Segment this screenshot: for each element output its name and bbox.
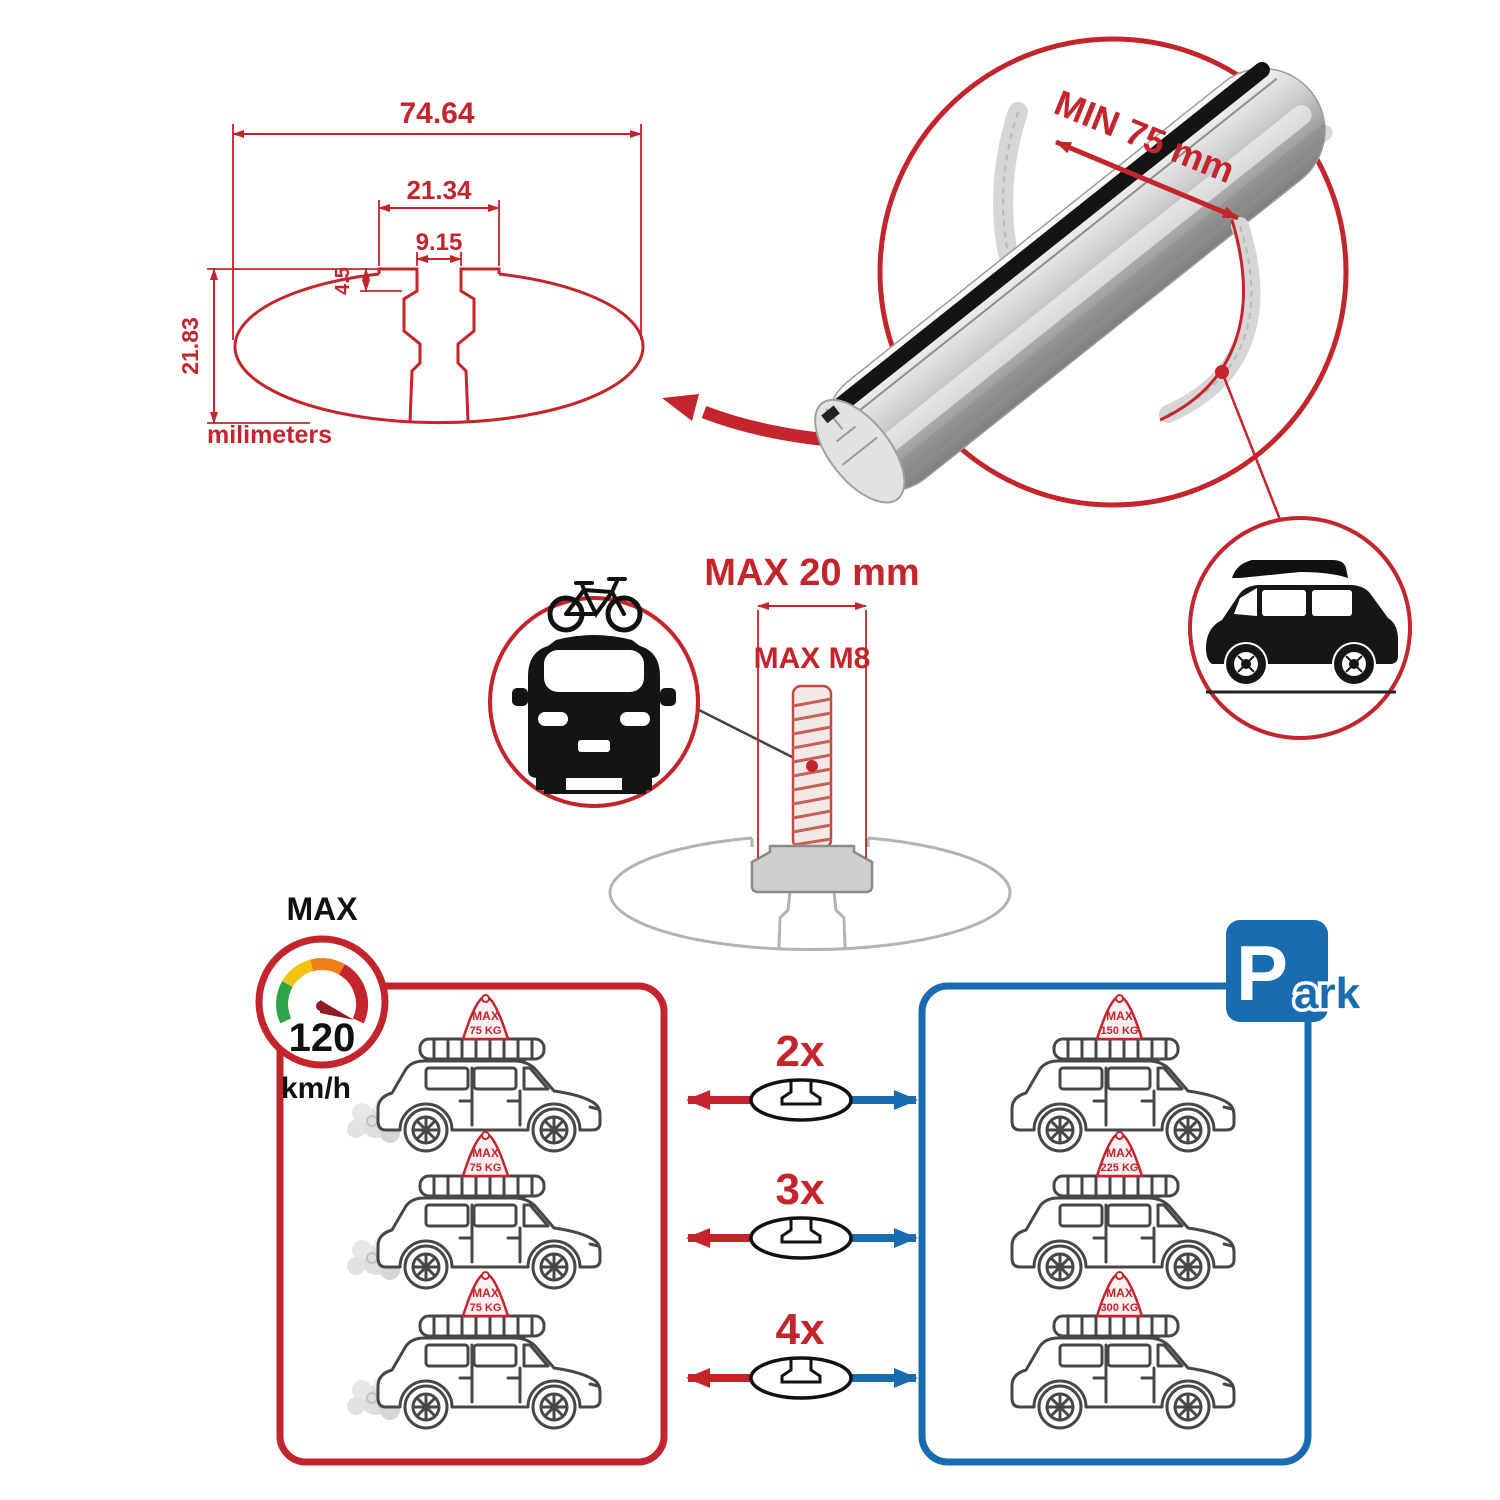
bottom-section: P ark 2x 3x 4x bbox=[255, 891, 1364, 1466]
gauge-arc-red bbox=[338, 964, 368, 1024]
bolt-section: MAX 20 mm MAX M8 bbox=[608, 552, 1012, 952]
cross-section-drawing: 74.64 21.34 9.15 4.5 21.83 milimeters bbox=[177, 97, 853, 449]
dim-width-total: 74.64 bbox=[399, 97, 474, 130]
flag-max: MAX bbox=[1106, 1286, 1133, 1300]
bolt-max-thread-label: MAX M8 bbox=[754, 642, 871, 675]
park-sign: P ark bbox=[1226, 920, 1364, 1022]
flag-weight: 75 KG bbox=[470, 1025, 502, 1037]
dim-step-depth: 4.5 bbox=[332, 267, 354, 295]
count-3x: 3x bbox=[776, 1165, 825, 1214]
park-sign-ark: ark bbox=[1294, 969, 1361, 1018]
speed-limit-gauge: MAX 120 km/h bbox=[255, 891, 389, 1105]
dim-plateau-width: 21.34 bbox=[406, 175, 472, 205]
weight-flag-parked-2: MAX 225 KG bbox=[1095, 1131, 1144, 1178]
flag-max: MAX bbox=[472, 1146, 499, 1160]
mirror-right bbox=[660, 688, 676, 706]
flag-max: MAX bbox=[1106, 1009, 1133, 1023]
profile-channel-right bbox=[456, 267, 501, 423]
roof-box-icon bbox=[1232, 560, 1348, 578]
flag-weight: 150 KG bbox=[1101, 1025, 1139, 1037]
dim-height: 21.83 bbox=[177, 317, 203, 375]
ghost-profile bbox=[608, 836, 1012, 952]
weight-flag-driving-1: MAX 75 KG bbox=[461, 994, 510, 1041]
weight-flag-driving-3: MAX 75 KG bbox=[461, 1271, 510, 1318]
mirror-left bbox=[512, 688, 528, 706]
flag-weight: 225 KG bbox=[1101, 1162, 1139, 1174]
gauge-arc-orange bbox=[310, 958, 345, 975]
callout-line bbox=[1220, 371, 1283, 523]
flag-max: MAX bbox=[1106, 1146, 1133, 1160]
park-sign-p: P bbox=[1236, 929, 1288, 1017]
pointer-arrowhead bbox=[662, 394, 699, 421]
bar-count-rows: 2x 3x 4x bbox=[686, 1027, 918, 1400]
min-span-arrow bbox=[1055, 139, 1239, 221]
parked-cars: MAX 150 KG MAX 225 KG MAX 300 KG bbox=[1010, 994, 1236, 1430]
flag-weight: 300 KG bbox=[1101, 1302, 1139, 1314]
bar-profile-icon bbox=[749, 1356, 853, 1400]
count-2x: 2x bbox=[776, 1027, 825, 1076]
gauge-arc-green bbox=[276, 981, 293, 1024]
flag-max: MAX bbox=[472, 1009, 499, 1023]
bolt-callout-line bbox=[698, 708, 807, 766]
bolt-head bbox=[750, 844, 874, 894]
weight-flag-driving-2: MAX 75 KG bbox=[461, 1131, 510, 1178]
bolt-point-dot bbox=[806, 760, 818, 772]
suv-roofbox-circle bbox=[1188, 516, 1412, 740]
weight-flag-parked-1: MAX 150 KG bbox=[1095, 994, 1144, 1041]
bicycle-icon bbox=[547, 577, 643, 633]
flag-weight: 75 KG bbox=[470, 1302, 502, 1314]
weight-flag-parked-3: MAX 300 KG bbox=[1095, 1271, 1144, 1318]
bar-profile-icon bbox=[749, 1078, 853, 1122]
bike-on-car-circle bbox=[488, 577, 700, 808]
dim-slot-width: 9.15 bbox=[416, 229, 463, 256]
bar-profile-icon bbox=[749, 1216, 853, 1260]
flag-max: MAX bbox=[472, 1286, 499, 1300]
speed-max-label: MAX bbox=[286, 891, 358, 927]
profile-channel-left bbox=[377, 267, 422, 423]
speed-value: 120 bbox=[289, 1016, 356, 1060]
gauge-arc-yellow bbox=[282, 959, 314, 988]
count-4x: 4x bbox=[776, 1305, 825, 1354]
flag-weight: 75 KG bbox=[470, 1162, 502, 1174]
car-front-icon bbox=[512, 635, 676, 794]
driving-cars: MAX 75 KG MAX 75 KG MAX 75 KG bbox=[346, 994, 602, 1430]
bar-detail-circle: MIN 75 mm bbox=[814, 36, 1349, 523]
profile-ellipse bbox=[233, 272, 645, 425]
gauge-needle bbox=[320, 1000, 354, 1020]
speed-units: km/h bbox=[281, 1072, 351, 1105]
bolt-threads bbox=[792, 697, 832, 847]
bolt-max-width-label: MAX 20 mm bbox=[704, 552, 919, 594]
units-label: milimeters bbox=[207, 421, 332, 449]
